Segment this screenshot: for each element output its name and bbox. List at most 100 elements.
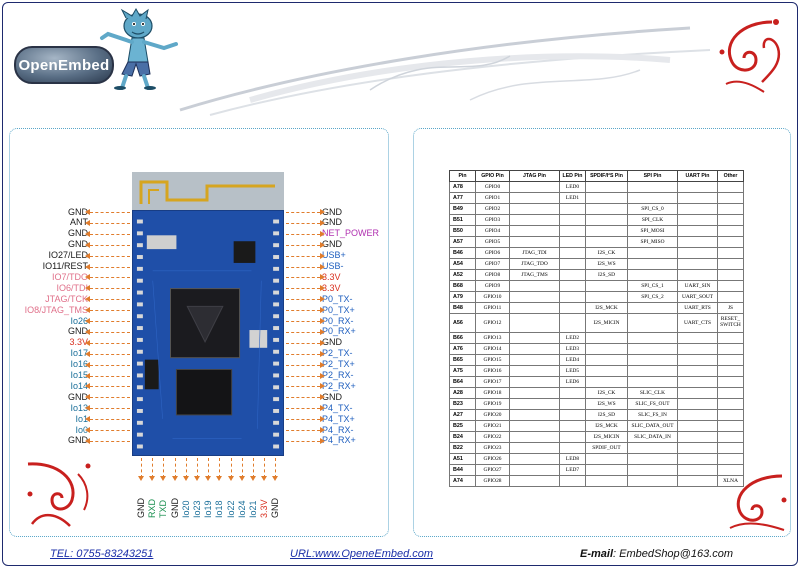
table-header-cell: Other xyxy=(717,170,744,182)
left-pin-arrow xyxy=(85,383,130,390)
table-cell: GPIO12 xyxy=(475,313,510,333)
bottom-pin: Io22 xyxy=(226,458,236,520)
table-cell: UART_SOUT xyxy=(677,291,718,303)
table-header-cell: UART Pin xyxy=(677,170,718,182)
table-cell: A57 xyxy=(449,236,476,248)
module-pcb-board xyxy=(132,210,284,456)
table-cell xyxy=(677,343,718,355)
bottom-pin-arrow xyxy=(272,458,279,481)
table-cell xyxy=(559,431,586,443)
table-cell: GPIO10 xyxy=(475,291,510,303)
footer-website-link[interactable]: URL:www.OpeneEmbed.com xyxy=(290,548,434,560)
table-cell: I2S_MICIN xyxy=(585,431,628,443)
footer-email[interactable]: E-mail: EmbedShop@163.com xyxy=(580,548,733,560)
table-cell xyxy=(717,214,744,226)
bottom-pin: GND xyxy=(270,458,281,520)
table-cell: GPIO22 xyxy=(475,431,510,443)
mascot-illustration xyxy=(100,8,178,90)
right-pin-label: P4_TX- xyxy=(322,402,353,413)
table-cell xyxy=(717,420,744,432)
table-cell xyxy=(717,258,744,270)
table-cell xyxy=(627,354,678,366)
right-pin-label: GND xyxy=(322,337,342,348)
red-floral-ornament-bottom-right xyxy=(729,474,787,531)
table-cell: JTAG_TDO xyxy=(509,258,560,270)
left-pin-label: GND xyxy=(68,228,88,239)
footer-telephone[interactable]: TEL: 0755-83243251 xyxy=(50,548,154,560)
right-pin-label: P0_RX- xyxy=(322,315,354,326)
table-cell xyxy=(717,431,744,443)
table-cell: B44 xyxy=(449,464,476,476)
bottom-pin: Io20 xyxy=(180,458,191,520)
table-cell xyxy=(717,236,744,248)
left-pin-arrow xyxy=(85,318,130,324)
bottom-pin-label: RXD xyxy=(147,498,158,518)
table-cell xyxy=(717,181,744,193)
left-pin-arrow xyxy=(85,437,130,444)
left-pin-label: GND xyxy=(68,239,88,250)
bottom-pin-label: Io23 xyxy=(192,500,202,518)
table-cell xyxy=(677,225,718,237)
table-cell: SPI_MOSI xyxy=(627,225,678,237)
table-cell xyxy=(509,420,560,432)
table-cell: LED4 xyxy=(559,354,586,366)
table-cell: SPDIF_OUT xyxy=(585,442,628,454)
table-cell: GPIO3 xyxy=(475,214,510,226)
table-cell: A75 xyxy=(449,365,476,377)
red-floral-ornament-top xyxy=(719,19,781,93)
table-cell xyxy=(509,192,560,204)
table-cell: I2S_MICIN xyxy=(585,313,628,333)
bottom-pin-arrow xyxy=(194,458,200,481)
bottom-pin: Io24 xyxy=(237,458,247,520)
right-pin-label: P4_RX+ xyxy=(322,435,356,446)
table-cell: SLIC_FS_OUT xyxy=(627,398,678,410)
right-pin-label: P2_TX+ xyxy=(322,359,355,370)
table-cell: GPIO17 xyxy=(475,376,510,388)
table-cell: B68 xyxy=(449,280,476,292)
right-pin-arrow xyxy=(286,328,325,335)
table-cell xyxy=(677,247,718,259)
table-cell xyxy=(559,269,586,281)
table-cell xyxy=(509,313,560,333)
left-pin-label: IO8/JTAG_TMS xyxy=(24,304,88,315)
bottom-pin-label: Io21 xyxy=(248,500,258,518)
table-cell: GPIO2 xyxy=(475,203,510,215)
table-cell xyxy=(585,291,628,303)
left-pin-arrow xyxy=(85,307,130,314)
table-cell: I2S_CK xyxy=(585,387,628,399)
left-pin-label: Io26 xyxy=(70,315,88,326)
bottom-pin-label: GND xyxy=(136,498,146,518)
right-pin-arrow xyxy=(286,241,325,248)
table-cell xyxy=(677,431,718,443)
bottom-pin-label: GND xyxy=(270,498,281,518)
bottom-pin-label: Io20 xyxy=(180,500,191,518)
right-pin-arrow xyxy=(286,394,325,401)
table-cell xyxy=(677,398,718,410)
left-pin-label: Io17 xyxy=(70,348,88,359)
table-cell: B25 xyxy=(449,420,476,432)
table-cell: GPIO4 xyxy=(475,225,510,237)
antenna-trace xyxy=(139,180,275,204)
table-cell xyxy=(559,214,586,226)
table-cell: GPIO5 xyxy=(475,236,510,248)
right-pin-arrow xyxy=(286,350,325,357)
table-cell xyxy=(559,398,586,410)
table-cell: B46 xyxy=(449,247,476,259)
right-pin-arrow xyxy=(286,437,325,444)
table-cell xyxy=(509,203,560,215)
table-cell xyxy=(509,181,560,193)
left-pin-label: Io16 xyxy=(70,359,88,370)
left-pin-label: Io15 xyxy=(70,370,88,380)
table-cell xyxy=(627,269,678,281)
table-cell xyxy=(559,387,586,399)
table-cell xyxy=(509,409,560,421)
table-cell xyxy=(627,302,678,314)
